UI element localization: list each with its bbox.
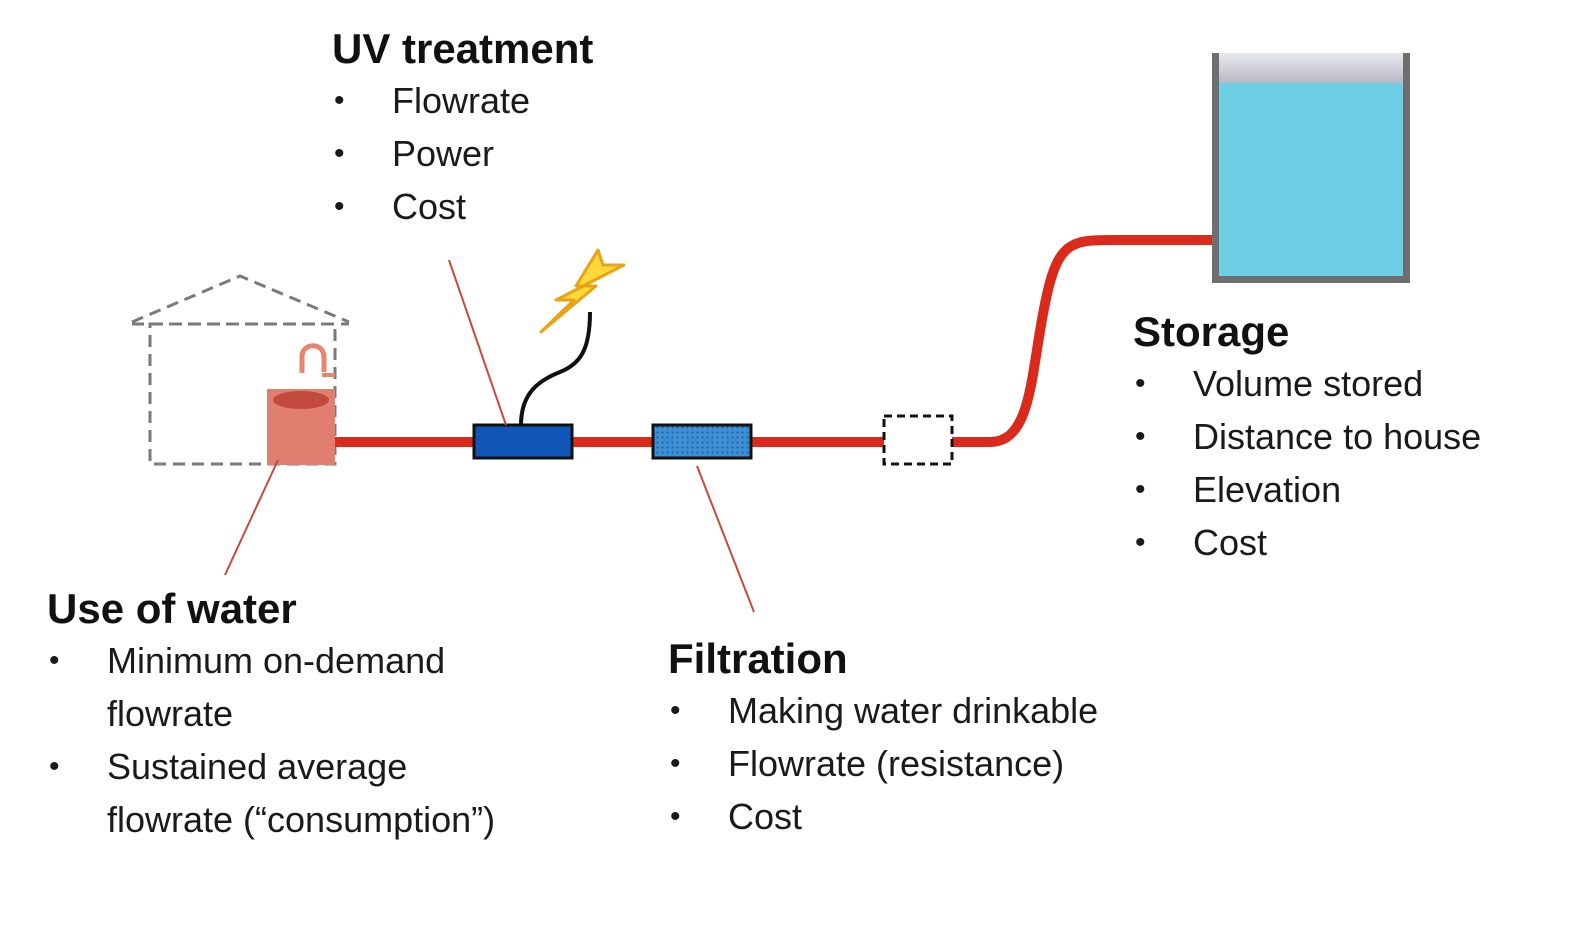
storage-list: •Volume stored •Distance to house •Eleva… <box>1133 357 1481 569</box>
bullet: • <box>49 644 60 677</box>
uv-treatment-label-block: UV treatment •Flowrate •Power •Cost <box>332 24 593 233</box>
use-leader-line <box>224 459 279 576</box>
bullet: • <box>1135 473 1146 506</box>
bullet: • <box>670 747 681 780</box>
bullet: • <box>1135 526 1146 559</box>
list-item: •Power <box>332 127 593 180</box>
bullet: • <box>334 190 345 223</box>
list-item: •Distance to house <box>1133 410 1481 463</box>
uv-treatment-unit <box>472 423 574 460</box>
uv-treatment-list: •Flowrate •Power •Cost <box>332 74 593 233</box>
uv-leader-line <box>448 259 507 426</box>
bullet: • <box>670 800 681 833</box>
bullet: • <box>1135 420 1146 453</box>
bullet: • <box>1135 367 1146 400</box>
water-pipe <box>333 235 1218 447</box>
filtration-title: Filtration <box>668 635 848 682</box>
list-item: •Cost <box>332 180 593 233</box>
filtration-list: •Making water drinkable •Flowrate (resis… <box>668 684 1098 843</box>
list-item: •Cost <box>668 790 1098 843</box>
bullet: • <box>670 694 681 727</box>
storage-tank-icon <box>1212 53 1410 283</box>
list-item: •Making water drinkable <box>668 684 1098 737</box>
lightning-bolt-icon <box>539 248 626 334</box>
storage-label-block: Storage •Volume stored •Distance to hous… <box>1133 307 1481 569</box>
filtration-label-block: Filtration •Making water drinkable •Flow… <box>668 634 1098 843</box>
bullet: • <box>334 84 345 117</box>
use-of-water-list: •Minimum on-demand flowrate •Sustained a… <box>47 634 507 846</box>
optional-component-placeholder <box>882 414 954 466</box>
storage-title: Storage <box>1133 308 1290 355</box>
use-of-water-label-block: Use of water •Minimum on-demand flowrate… <box>47 584 507 846</box>
list-item: •Flowrate <box>332 74 593 127</box>
filtration-leader-line <box>696 465 755 613</box>
use-of-water-title: Use of water <box>47 585 297 632</box>
list-item: •Minimum on-demand flowrate <box>47 634 507 740</box>
uv-treatment-title: UV treatment <box>332 25 594 72</box>
list-item: •Sustained average flowrate (“consumptio… <box>47 740 507 846</box>
list-item: •Cost <box>1133 516 1481 569</box>
power-cable <box>519 311 592 426</box>
bullet: • <box>49 750 60 783</box>
list-item: •Flowrate (resistance) <box>668 737 1098 790</box>
list-item: •Elevation <box>1133 463 1481 516</box>
filtration-unit <box>651 423 753 460</box>
bullet: • <box>334 137 345 170</box>
sink-icon <box>267 343 335 465</box>
list-item: •Volume stored <box>1133 357 1481 410</box>
